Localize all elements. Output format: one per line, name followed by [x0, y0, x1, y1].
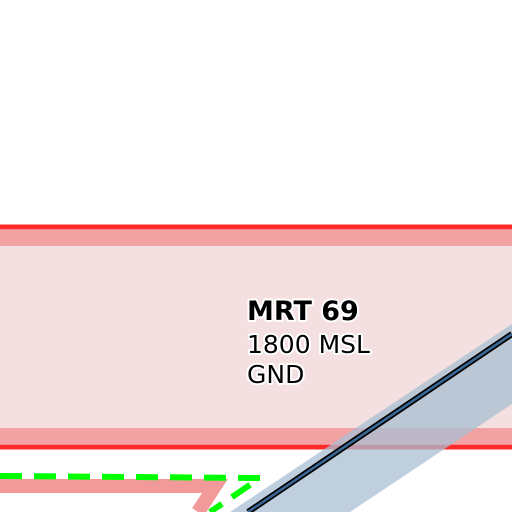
airspace-upper-limit: 1800 MSL [247, 330, 370, 359]
route-corridor-fill [230, 324, 512, 512]
airspace-inner-band-top [0, 230, 512, 246]
secondary-airspace-outline [0, 473, 270, 512]
green-dashed-boundary [0, 473, 270, 512]
airspace-name: MRT 69 [247, 296, 359, 327]
airspace-lower-limit: GND [247, 360, 304, 389]
route-line [247, 332, 512, 512]
secondary-area-line [0, 479, 228, 512]
route-corridor[interactable] [230, 324, 512, 512]
airspace-label: MRT 69 1800 MSL GND [245, 294, 372, 391]
